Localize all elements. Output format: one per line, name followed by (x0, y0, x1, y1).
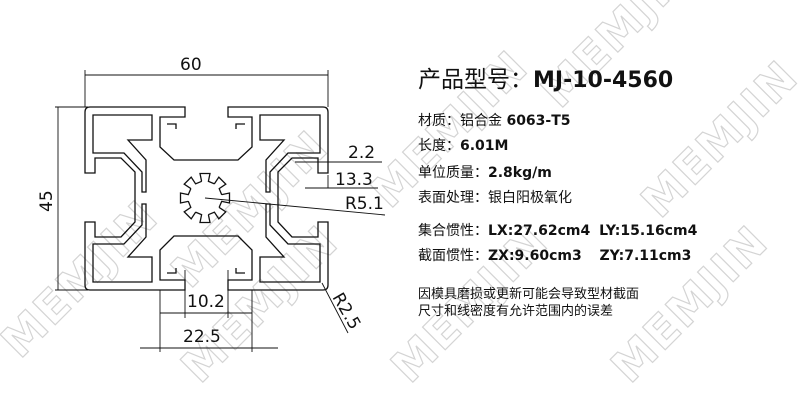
dim-slot-depth: 13.3 (335, 170, 373, 190)
section-label: 截面惯性： (418, 248, 488, 264)
svg-text:MEMJIN: MEMJIN (0, 191, 169, 368)
dim-width: 60 (180, 55, 202, 75)
dim-slot-lip: 2.2 (348, 143, 375, 163)
svg-text:MEMJIN: MEMJIN (532, 0, 709, 118)
zy-value: ZY:7.11cm3 (599, 248, 692, 264)
spec-mass: 单位质量：2.8kg/m (418, 162, 552, 182)
spec-length: 长度：6.01M (418, 135, 508, 155)
model-label: 产品型号： (418, 67, 533, 93)
surface-value: 银白阳极氧化 (488, 190, 572, 206)
spec-surface: 表面处理：银白阳极氧化 (418, 187, 572, 207)
profile-outline (84, 106, 329, 291)
spec-inertia: 集合惯性：LX:27.62cm4 LY:15.16cm4 (418, 220, 697, 240)
material-value: 6063-T5 (506, 113, 571, 129)
dimension-lines (55, 70, 386, 352)
lx-value: LX:27.62cm4 (488, 223, 591, 239)
mass-label: 单位质量： (418, 165, 488, 181)
dim-center-radius: R5.1 (345, 194, 384, 214)
material-prefix: 铝合金 (460, 113, 502, 129)
center-bore (179, 172, 231, 224)
dim-slot-opening: 10.2 (187, 292, 225, 312)
note-line-1: 因模具磨损或更新可能会导致型材截面 (418, 287, 640, 302)
zx-value: ZX:9.60cm3 (488, 248, 582, 264)
note-line-2: 尺寸和线密度有允许范围内的误差 (418, 304, 614, 319)
spec-material: 材质：铝合金 6063-T5 (418, 110, 571, 130)
model-title: 产品型号：MJ-10-4560 (418, 60, 673, 94)
ly-value: LY:15.16cm4 (599, 223, 698, 239)
model-value: MJ-10-4560 (533, 68, 674, 93)
dim-corner-radius: R2.5 (328, 290, 365, 334)
surface-label: 表面处理： (418, 190, 488, 206)
mass-value: 2.8kg/m (488, 165, 552, 181)
tolerance-note: 因模具磨损或更新可能会导致型材截面 尺寸和线密度有允许范围内的误差 (418, 286, 639, 320)
dim-slot-width: 22.5 (183, 327, 221, 347)
length-label: 长度： (418, 138, 460, 154)
spec-section: 截面惯性：ZX:9.60cm3 ZY:7.11cm3 (418, 245, 691, 265)
dim-height: 45 (37, 190, 57, 212)
material-label: 材质： (418, 113, 460, 129)
length-value: 6.01M (460, 138, 509, 154)
inertia-label: 集合惯性： (418, 223, 488, 239)
